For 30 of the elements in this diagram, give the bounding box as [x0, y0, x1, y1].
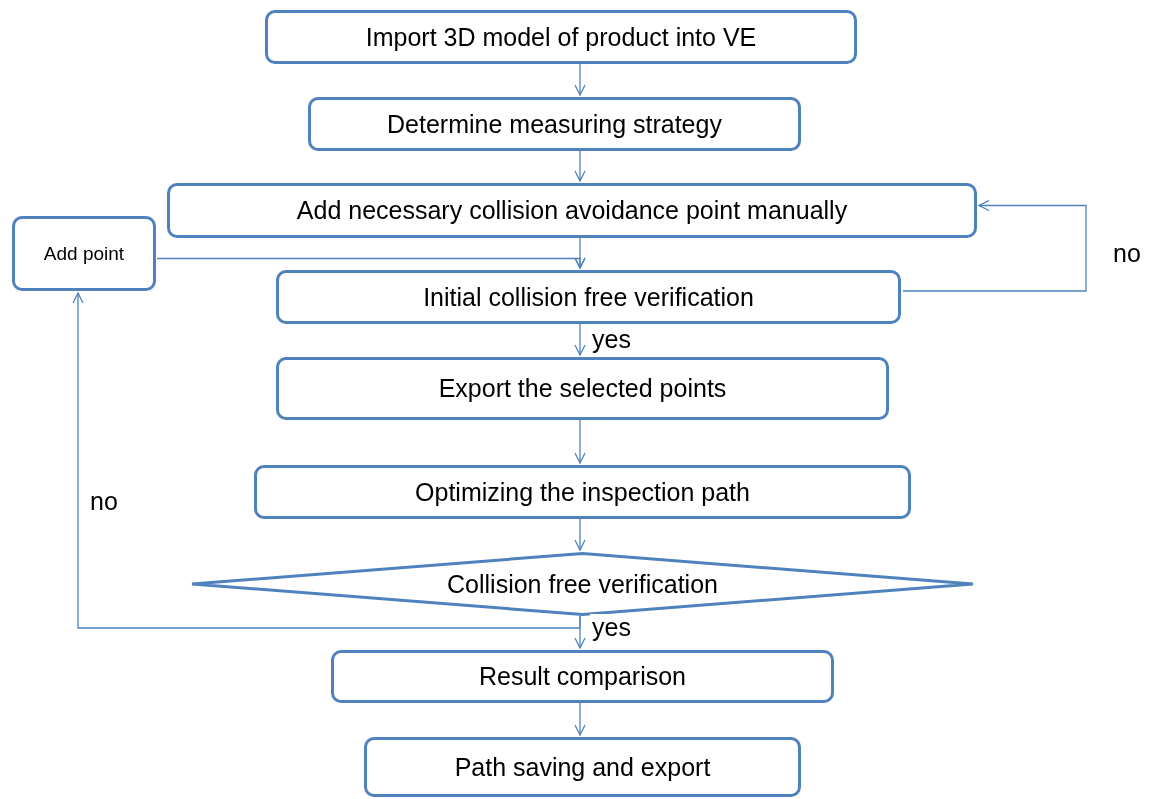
process-box — [12, 216, 156, 291]
arrow — [156, 257, 586, 269]
node-text: Import 3D model of product into VE — [365, 22, 757, 52]
node-text: Determine measuring strategy — [387, 109, 722, 139]
arrow — [574, 419, 586, 464]
node-text: Export the selected points — [438, 374, 727, 403]
arrow — [574, 63, 586, 96]
process-box — [276, 357, 889, 420]
arrow — [902, 199, 1087, 292]
arrow — [574, 518, 586, 551]
node-text: Result comparison — [479, 662, 686, 691]
process-box — [308, 97, 801, 151]
arrow — [574, 323, 586, 356]
arrow — [574, 702, 586, 736]
node-text: Add necessary collision avoidance point manually — [296, 196, 848, 225]
arrow — [574, 615, 586, 649]
process-box — [331, 650, 834, 703]
edge-label: yes — [590, 614, 633, 642]
arrow — [574, 150, 586, 182]
process-box — [364, 737, 801, 797]
process-box — [254, 465, 911, 519]
process-box — [276, 270, 901, 324]
process-box — [265, 10, 857, 64]
node-text: Initial collision free verification — [423, 282, 754, 312]
arrow — [72, 292, 581, 629]
node-text: Path saving and export — [454, 752, 711, 782]
node-text: Add point — [43, 242, 125, 265]
process-box — [167, 183, 977, 238]
node-text: Optimizing the inspection path — [415, 477, 750, 507]
node-text: Collision free verification — [447, 569, 718, 599]
